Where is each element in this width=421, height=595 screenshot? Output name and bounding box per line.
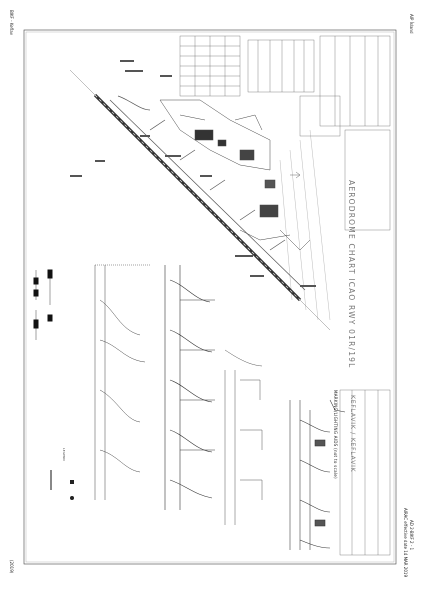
north-arrow — [290, 171, 301, 179]
chart-frame — [23, 29, 397, 565]
apron-terminal — [159, 99, 311, 251]
legend-symbols — [50, 470, 74, 500]
taxiway-parallel — [109, 95, 306, 291]
marking-lighting-panel-1 — [94, 264, 150, 500]
marking-lighting-panel-3 — [224, 349, 263, 525]
section-title: MARKING/LIGHTING AIDS (not to scale) — [333, 390, 338, 479]
marking-lighting-panel-2 — [164, 265, 215, 510]
title-block — [179, 35, 391, 556]
scale-bar — [33, 269, 53, 340]
chart-sub-title: KEFLAVIK / KEFLAVIK — [349, 395, 356, 473]
runway-01r-19l — [69, 69, 331, 331]
legend-title: LEGEND — [62, 448, 66, 461]
notes-lines — [279, 129, 331, 321]
chart-main-title: AERODROME CHART ICAO RWY 01R/19L — [347, 180, 356, 369]
marking-lighting-panel-4 — [289, 399, 346, 550]
